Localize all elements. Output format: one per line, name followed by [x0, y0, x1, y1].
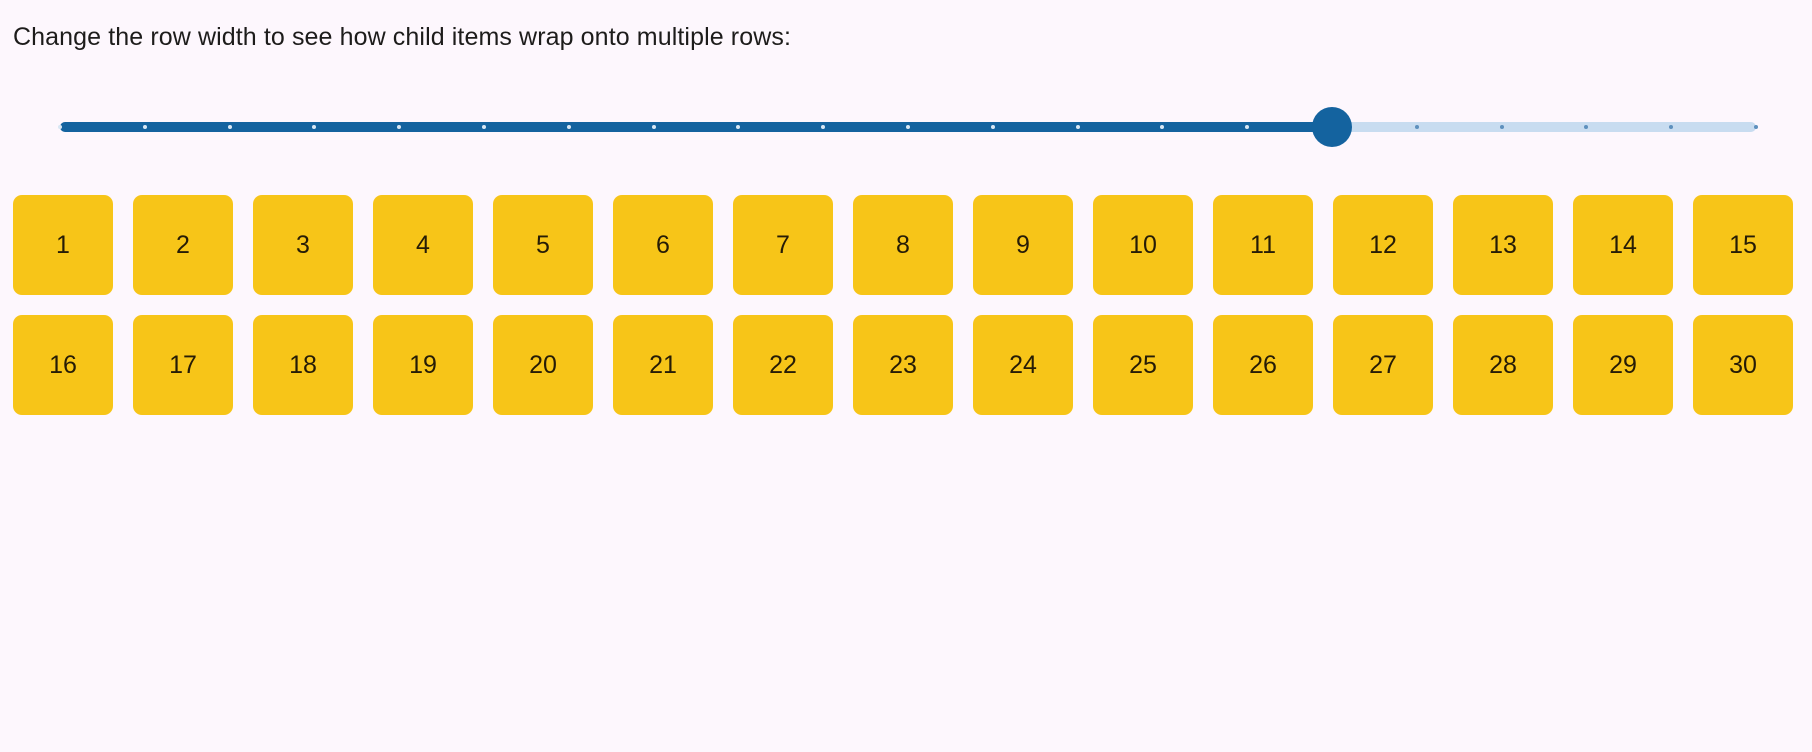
slider-tick	[1584, 125, 1589, 129]
slider-tick	[990, 125, 995, 129]
slider-tick	[821, 125, 826, 129]
wrap-item: 10	[1093, 195, 1193, 295]
slider-tick	[312, 125, 317, 129]
wrap-item: 25	[1093, 315, 1193, 415]
wrap-item: 2	[133, 195, 233, 295]
wrap-item: 1	[13, 195, 113, 295]
wrap-item: 23	[853, 315, 953, 415]
row-width-slider[interactable]	[58, 104, 1758, 150]
wrap-item: 8	[853, 195, 953, 295]
wrap-item: 12	[1333, 195, 1433, 295]
wrap-item: 18	[253, 315, 353, 415]
page-instruction-text: Change the row width to see how child it…	[13, 23, 792, 51]
wrap-item: 26	[1213, 315, 1313, 415]
slider-tick	[736, 125, 741, 129]
slider-tick	[227, 125, 232, 129]
slider-tick	[1245, 125, 1250, 129]
wrap-item: 22	[733, 315, 833, 415]
wrap-item: 15	[1693, 195, 1793, 295]
wrap-item: 5	[493, 195, 593, 295]
slider-tick	[1414, 125, 1419, 129]
wrap-item: 13	[1453, 195, 1553, 295]
slider-tick	[397, 125, 402, 129]
wrap-item: 17	[133, 315, 233, 415]
wrap-item: 14	[1573, 195, 1673, 295]
slider-tick	[566, 125, 571, 129]
wrap-item: 21	[613, 315, 713, 415]
wrap-item: 19	[373, 315, 473, 415]
wrap-item: 30	[1693, 315, 1793, 415]
wrap-item: 11	[1213, 195, 1313, 295]
wrap-item: 29	[1573, 315, 1673, 415]
wrap-item: 24	[973, 315, 1073, 415]
wrap-item: 20	[493, 315, 593, 415]
slider-tick	[1754, 125, 1758, 129]
slider-tick-marks	[58, 122, 1758, 132]
wrap-item: 3	[253, 195, 353, 295]
slider-tick	[1160, 125, 1165, 129]
slider-tick	[1669, 125, 1674, 129]
wrap-item: 9	[973, 195, 1073, 295]
slider-tick	[1075, 125, 1080, 129]
slider-tick	[142, 125, 147, 129]
wrap-item: 4	[373, 195, 473, 295]
slider-tick	[1499, 125, 1504, 129]
slider-tick	[651, 125, 656, 129]
slider-tick	[906, 125, 910, 129]
wrap-item: 28	[1453, 315, 1553, 415]
slider-tick	[58, 125, 62, 129]
slider-thumb[interactable]	[1312, 107, 1352, 147]
wrap-item: 27	[1333, 315, 1433, 415]
wrap-item: 16	[13, 315, 113, 415]
slider-filled-range	[60, 122, 1332, 132]
wrap-item: 6	[613, 195, 713, 295]
wrap-item: 7	[733, 195, 833, 295]
slider-tick	[482, 125, 486, 129]
